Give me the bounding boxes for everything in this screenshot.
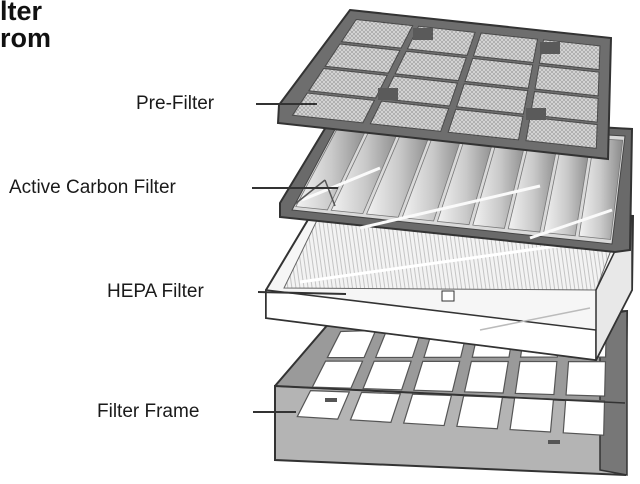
leader-line-hepa-filter [257,291,347,295]
pre-filter-mesh-cell [291,92,376,124]
pre-filter-mesh-cell [340,18,414,49]
label-filter-frame: Filter Frame [97,401,200,422]
pre-filter-mesh-cell [525,116,598,149]
frame-cell [565,361,607,397]
pre-filter-mesh-cell [464,57,534,89]
label-hepa-filter: HEPA Filter [107,281,204,302]
label-pre-filter: Pre-Filter [136,93,215,114]
partial-heading: lter rom [0,0,51,52]
frame-cell [296,390,351,420]
pre-filter-mesh-cell [472,32,539,64]
frame-cell [514,360,558,396]
frame-cell [311,360,364,389]
pre-filter-mesh-cell [534,65,600,97]
carbon-filter-layer [279,110,634,254]
frame-cell [509,397,555,433]
heading-line-2: rom [0,23,52,53]
pre-filter-layer [276,8,613,161]
carbon-fin [578,138,624,240]
pre-filter-mesh-cell [369,100,450,132]
leader-lines [252,103,347,413]
pre-filter-mesh-cell [447,108,524,141]
heading-line-1: lter [0,0,43,26]
frame-cell [402,393,453,427]
pre-filter-mesh-cell [324,43,401,74]
frame-cell [349,391,402,423]
frame-cell [413,360,461,393]
frame-cell [362,360,412,391]
pre-filter-mesh-cell [455,83,529,115]
pre-filter-mesh-cell [529,90,599,123]
pre-filter-mesh-cell [394,50,467,82]
frame-cell [463,360,509,394]
frame-cell [456,395,504,430]
pre-filter-mesh-cell [307,68,388,99]
frame-cell [562,398,606,436]
label-active-carbon-filter: Active Carbon Filter [9,177,176,198]
